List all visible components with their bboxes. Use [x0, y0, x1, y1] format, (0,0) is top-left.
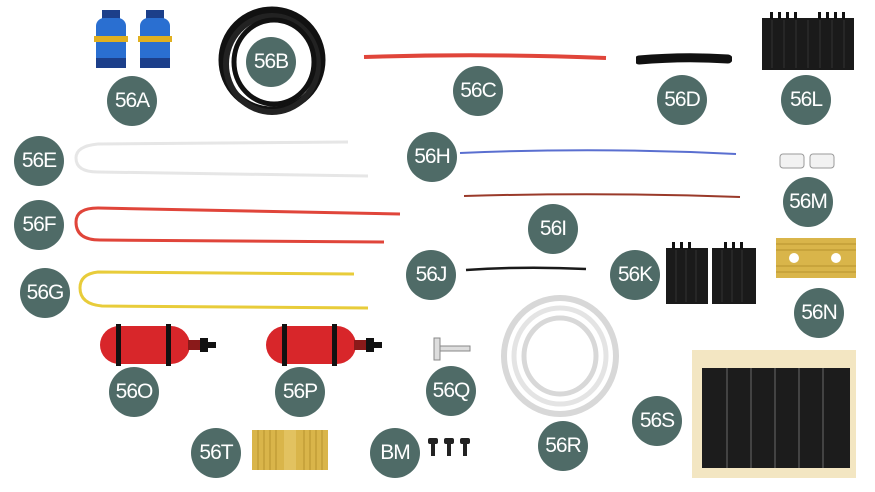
label-56R: 56R: [538, 421, 588, 471]
label-56Q: 56Q: [426, 366, 476, 416]
label-56M: 56M: [783, 177, 833, 227]
label-56K: 56K: [610, 250, 660, 300]
fire-extinguisher-right: [266, 324, 382, 366]
label-56I: 56I: [528, 204, 578, 254]
label-56D: 56D: [657, 75, 707, 125]
label-56L: 56L: [781, 75, 831, 125]
label-56F: 56F: [14, 200, 64, 250]
label-56B: 56B: [246, 37, 296, 87]
black-short-wire: [465, 266, 587, 272]
metal-clips: [779, 153, 835, 169]
brown-wire: [463, 193, 741, 198]
screws: [428, 438, 470, 456]
coil-left: [94, 10, 128, 68]
label-56G: 56G: [20, 268, 70, 318]
black-panel-large: [762, 12, 854, 70]
yellow-wire-loop: [78, 270, 369, 310]
label-56T: 56T: [191, 428, 241, 478]
red-wire-straight: [363, 53, 607, 60]
label-56P: 56P: [275, 367, 325, 417]
black-hose-coil: [218, 6, 326, 115]
small-bracket: [433, 337, 471, 361]
label-56N: 56N: [794, 288, 844, 338]
window-panel: [692, 350, 856, 478]
white-tube-coil: [501, 295, 619, 417]
label-56C: 56C: [453, 66, 503, 116]
label-56A: 56A: [107, 76, 157, 126]
label-56E: 56E: [14, 136, 64, 186]
black-panel-pair: [666, 242, 756, 304]
red-wire-loop: [74, 206, 401, 244]
brass-plate: [252, 430, 328, 470]
fire-extinguisher-left: [100, 324, 216, 366]
ignition-coils: [94, 10, 172, 68]
blue-wire: [459, 149, 737, 155]
black-sleeve: [636, 53, 732, 65]
label-BM: BM: [370, 428, 420, 478]
label-56S: 56S: [632, 396, 682, 446]
coil-right: [138, 10, 172, 68]
white-wire-loop: [74, 140, 368, 178]
label-56O: 56O: [109, 367, 159, 417]
label-56H: 56H: [407, 132, 457, 182]
label-56J: 56J: [406, 250, 456, 300]
brass-plate-holes: [776, 238, 856, 278]
